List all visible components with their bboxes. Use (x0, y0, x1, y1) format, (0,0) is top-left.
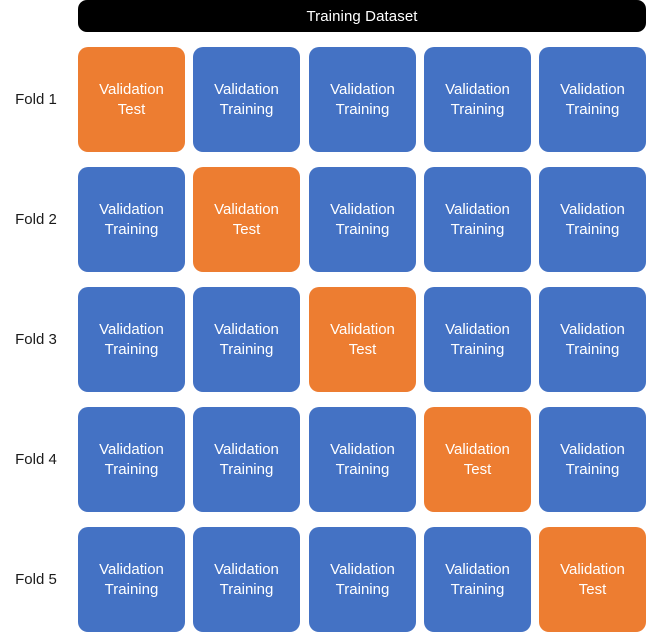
fold-cell-line2: Test (348, 340, 377, 358)
fold-cell-line1: Validation (560, 201, 625, 219)
fold-cell-line1: Validation (560, 441, 625, 459)
fold-cell-line1: Validation (445, 321, 510, 339)
fold-cell-line2: Training (219, 460, 274, 478)
fold-cell-line1: Validation (560, 81, 625, 99)
fold-cell-line1: Validation (99, 321, 164, 339)
fold-cell-line1: Validation (445, 201, 510, 219)
fold-label-5: Fold 5 (15, 571, 57, 588)
fold-cell-line1: Validation (445, 561, 510, 579)
fold-cell-line2: Training (565, 340, 620, 358)
fold-cell-line1: Validation (214, 441, 279, 459)
training-dataset-header-title: Training Dataset (306, 7, 418, 25)
training-dataset-header-bar: Training Dataset (78, 0, 646, 32)
fold-cell-line2: Training (565, 460, 620, 478)
fold-cell-line2: Training (335, 580, 390, 598)
fold-cell-line1: Validation (330, 441, 395, 459)
fold-cell-line1: Validation (214, 201, 279, 219)
fold-cell-line2: Test (232, 220, 261, 238)
fold-cell-line1: Validation (560, 321, 625, 339)
fold-cell-line2: Training (219, 340, 274, 358)
fold-cell-line1: Validation (330, 201, 395, 219)
fold-cell-line2: Training (335, 100, 390, 118)
fold-cell-line2: Training (565, 100, 620, 118)
fold-cell-line2: Test (463, 460, 492, 478)
fold-cell-line2: Training (219, 580, 274, 598)
fold-cell-line1: Validation (214, 321, 279, 339)
fold-label-3: Fold 3 (15, 331, 57, 348)
fold-cell-line2: Training (104, 340, 159, 358)
fold-cell-line2: Training (335, 460, 390, 478)
fold-label-2: Fold 2 (15, 211, 57, 228)
fold-cell-line1: Validation (560, 561, 625, 579)
fold-cell-line1: Validation (330, 81, 395, 99)
fold-cell-line2: Training (104, 220, 159, 238)
fold-cell-line2: Training (565, 220, 620, 238)
fold-cell-line1: Validation (99, 441, 164, 459)
fold-cell-line1: Validation (99, 561, 164, 579)
fold-cell-line1: Validation (99, 81, 164, 99)
fold-cell-line2: Training (335, 220, 390, 238)
fold-cell-line2: Test (117, 100, 146, 118)
fold-cell-line1: Validation (214, 561, 279, 579)
fold-cell-line1: Validation (214, 81, 279, 99)
fold-cell-line2: Training (104, 460, 159, 478)
fold-cell-line2: Test (578, 580, 607, 598)
fold-cell-line2: Training (450, 100, 505, 118)
fold-cell-line2: Training (450, 340, 505, 358)
fold-cell-line1: Validation (330, 321, 395, 339)
fold-cell-line2: Training (104, 580, 159, 598)
fold-cell-line2: Training (450, 220, 505, 238)
fold-cell-line2: Training (450, 580, 505, 598)
fold-cell-line1: Validation (445, 441, 510, 459)
fold-label-1: Fold 1 (15, 91, 57, 108)
fold-cell-line2: Training (219, 100, 274, 118)
fold-cell-line1: Validation (330, 561, 395, 579)
fold-cell-line1: Validation (99, 201, 164, 219)
fold-label-4: Fold 4 (15, 451, 57, 468)
fold-cell-line1: Validation (445, 81, 510, 99)
